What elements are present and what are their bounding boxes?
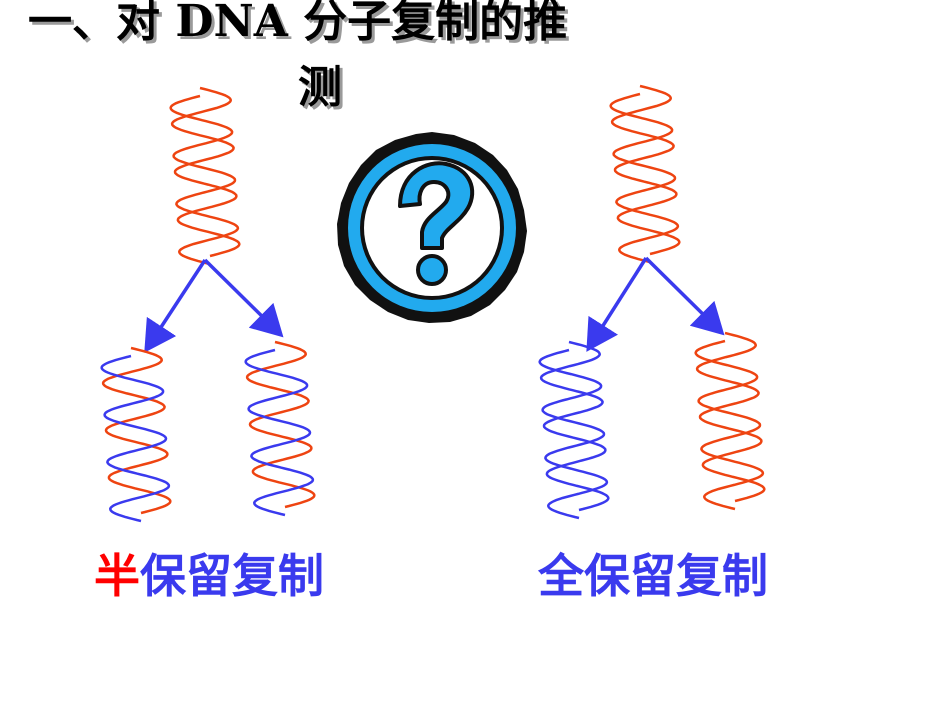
question-mark-icon <box>337 132 527 323</box>
right-parent-strand-a <box>610 84 681 256</box>
question-mark-glyph <box>398 161 475 250</box>
right-parent-dna <box>609 84 681 264</box>
conservative-daughter-new <box>538 340 610 520</box>
right-arrow-to-daughter-2 <box>644 256 725 336</box>
left-parent-strand-a <box>170 86 241 258</box>
left-arrow-to-daughter-2 <box>203 258 284 338</box>
left-arrow-to-daughter-1 <box>144 259 207 353</box>
semi-daughter-2 <box>244 340 316 517</box>
semi-char: 半 <box>94 549 140 603</box>
conservative-daughter-old <box>694 331 766 511</box>
semi-daughter-1-old-strand <box>101 346 172 515</box>
right-arrows <box>586 256 725 352</box>
right-arrow-to-daughter-1 <box>586 257 648 352</box>
slide-title-continuation: 测 <box>298 62 342 113</box>
semi-daughter-1-new-strand <box>100 354 171 523</box>
conservative-caption: 全保留复制 <box>538 549 768 603</box>
right-parent-strand-b <box>609 92 680 264</box>
conservative-daughter-old-strand-b <box>694 339 765 511</box>
question-mark-dot <box>416 254 448 286</box>
semi-daughter-1 <box>100 346 172 523</box>
semi-rest: 保留复制 <box>140 549 324 603</box>
conservative-daughter-old-strand-a <box>695 331 766 503</box>
conservative-daughter-new-strand-a <box>539 340 610 512</box>
semi-conservative-caption: 半保留复制 <box>94 548 324 604</box>
left-parent-dna <box>169 86 241 266</box>
slide-title: 一、对 DNA 分子复制的推 <box>28 0 568 47</box>
left-parent-strand-b <box>169 94 240 266</box>
semi-daughter-2-new-strand <box>244 348 315 517</box>
semi-daughter-2-old-strand <box>245 340 316 509</box>
left-arrows <box>144 258 284 353</box>
conservative-daughter-new-strand-b <box>538 348 609 520</box>
